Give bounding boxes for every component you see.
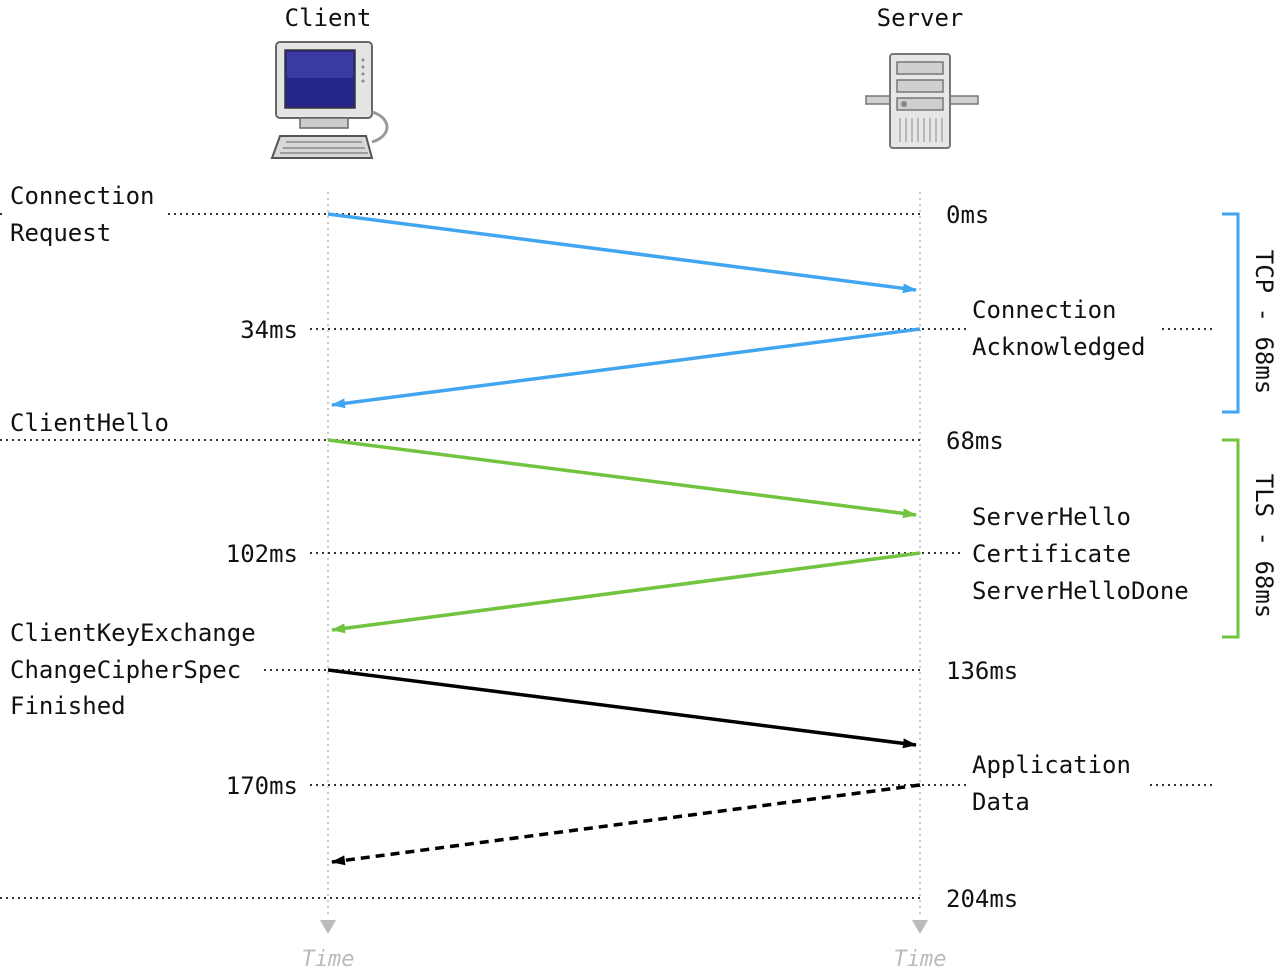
client-lane-title: Client bbox=[285, 4, 372, 32]
arrow-server-hello bbox=[331, 551, 921, 634]
server-tower-icon bbox=[865, 53, 979, 149]
server-lane-title: Server bbox=[877, 4, 964, 32]
timestamp-0ms: 0ms bbox=[946, 201, 989, 229]
msg-connection-request-line2: Request bbox=[10, 219, 111, 247]
msg-server-hello-line2: Certificate bbox=[972, 540, 1131, 568]
timestamp-204ms: 204ms bbox=[946, 885, 1018, 913]
timestamp-68ms: 68ms bbox=[946, 427, 1004, 455]
arrow-client-hello bbox=[327, 438, 917, 519]
msg-connection-ack-line2: Acknowledged bbox=[972, 333, 1145, 361]
arrow-connection-ack bbox=[331, 327, 921, 409]
tcp-phase-label: TCP - 68ms bbox=[1250, 250, 1278, 395]
msg-client-key-exchange-line1: ClientKeyExchange bbox=[10, 619, 256, 647]
server-time-arrow-icon bbox=[912, 920, 928, 934]
msg-server-hello-line1: ServerHello bbox=[972, 503, 1131, 531]
client-computer-icon bbox=[270, 41, 389, 159]
arrow-application-data bbox=[331, 783, 921, 866]
server-time-label: Time bbox=[894, 947, 947, 972]
msg-connection-ack-line1: Connection bbox=[972, 296, 1117, 324]
tcp-phase-bracket bbox=[1222, 212, 1240, 414]
timestamp-102ms: 102ms bbox=[226, 540, 298, 568]
time-gridlines bbox=[0, 213, 1214, 899]
arrow-connection-request bbox=[327, 212, 917, 294]
msg-application-data-line2: Data bbox=[972, 788, 1030, 816]
client-time-arrow-icon bbox=[320, 920, 336, 934]
tls-phase-label: TLS - 68ms bbox=[1250, 474, 1278, 619]
timestamp-136ms: 136ms bbox=[946, 657, 1018, 685]
msg-server-hello-line3: ServerHelloDone bbox=[972, 577, 1189, 605]
arrow-client-key-exchange bbox=[327, 668, 917, 749]
msg-application-data-line1: Application bbox=[972, 751, 1131, 779]
tls-phase-bracket bbox=[1222, 438, 1240, 639]
msg-client-key-exchange-line3: Finished bbox=[10, 692, 126, 720]
timestamp-170ms: 170ms bbox=[226, 772, 298, 800]
timestamp-34ms: 34ms bbox=[240, 316, 298, 344]
msg-connection-request-line1: Connection bbox=[10, 182, 155, 210]
msg-client-key-exchange-line2: ChangeCipherSpec bbox=[10, 656, 241, 684]
msg-client-hello: ClientHello bbox=[10, 409, 169, 437]
client-time-label: Time bbox=[302, 947, 355, 972]
